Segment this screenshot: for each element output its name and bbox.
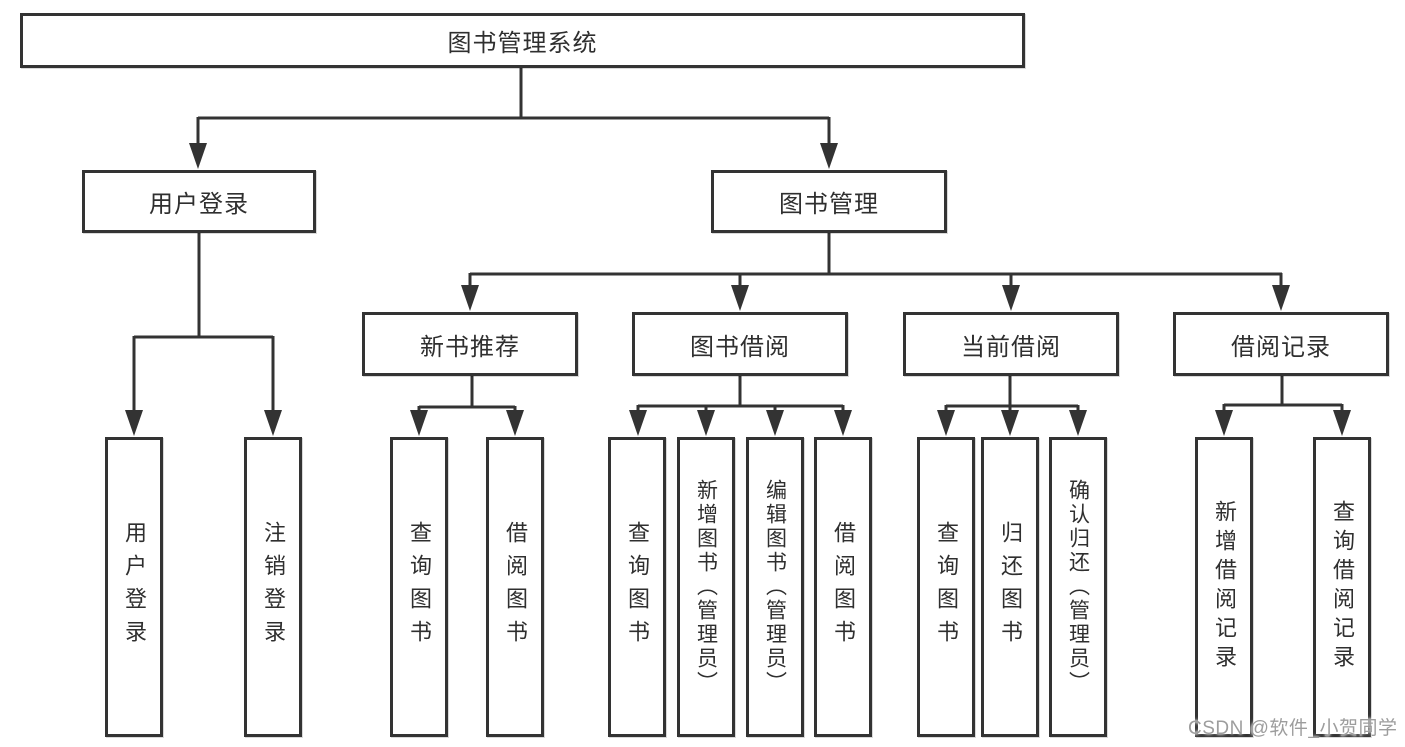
node-current-borrow: 当前借阅 bbox=[903, 312, 1119, 376]
node-borrow-records: 借阅记录 bbox=[1173, 312, 1389, 376]
leaf-borrow-book-2-label: 借阅图书 bbox=[831, 521, 856, 653]
leaf-confirm-return: 确认归还（管理员） bbox=[1049, 437, 1107, 737]
node-book-borrow: 图书借阅 bbox=[632, 312, 848, 376]
node-user-login: 用户登录 bbox=[82, 170, 316, 233]
connector-user-login-children bbox=[125, 233, 282, 436]
leaf-add-borrow-record-label: 新增借阅记录 bbox=[1212, 500, 1237, 674]
node-current-borrow-label: 当前借阅 bbox=[961, 333, 1061, 361]
leaf-return-book-label: 归还图书 bbox=[998, 521, 1023, 653]
leaf-query-book-1: 查询图书 bbox=[390, 437, 448, 737]
leaf-query-borrow-record: 查询借阅记录 bbox=[1313, 437, 1371, 737]
leaf-query-book-3-label: 查询图书 bbox=[934, 521, 959, 653]
leaf-add-book-label: 新增图书（管理员） bbox=[694, 479, 718, 695]
node-book-management: 图书管理 bbox=[711, 170, 947, 233]
csdn-watermark: CSDN @软件_小贺同学 bbox=[1188, 718, 1398, 739]
leaf-add-book: 新增图书（管理员） bbox=[677, 437, 735, 737]
leaf-query-book-2-label: 查询图书 bbox=[625, 521, 650, 653]
leaf-query-book-3: 查询图书 bbox=[917, 437, 975, 737]
connector-book-borrow-children bbox=[629, 376, 852, 436]
connector-borrow-records-children bbox=[1215, 376, 1351, 436]
connector-book-mgmt-children bbox=[461, 233, 1290, 311]
node-new-book-recommend: 新书推荐 bbox=[362, 312, 578, 376]
node-root-label: 图书管理系统 bbox=[447, 30, 598, 57]
connector-new-book-rec-children bbox=[410, 376, 524, 436]
leaf-borrow-book-1: 借阅图书 bbox=[486, 437, 544, 737]
leaf-query-book-2: 查询图书 bbox=[608, 437, 666, 737]
leaf-query-book-1-label: 查询图书 bbox=[407, 521, 432, 653]
leaf-borrow-book-2: 借阅图书 bbox=[814, 437, 872, 737]
connector-current-borrow-children bbox=[937, 376, 1087, 436]
node-borrow-records-label: 借阅记录 bbox=[1231, 333, 1331, 361]
leaf-edit-book-label: 编辑图书（管理员） bbox=[763, 479, 787, 695]
node-user-login-label: 用户登录 bbox=[149, 191, 249, 218]
leaf-borrow-book-1-label: 借阅图书 bbox=[503, 521, 528, 653]
node-book-management-label: 图书管理 bbox=[779, 191, 879, 218]
node-root: 图书管理系统 bbox=[20, 13, 1025, 68]
leaf-confirm-return-label: 确认归还（管理员） bbox=[1066, 479, 1090, 695]
node-new-book-recommend-label: 新书推荐 bbox=[420, 333, 520, 361]
leaf-edit-book: 编辑图书（管理员） bbox=[746, 437, 804, 737]
leaf-query-borrow-record-label: 查询借阅记录 bbox=[1330, 500, 1355, 674]
leaf-add-borrow-record: 新增借阅记录 bbox=[1195, 437, 1253, 737]
node-book-borrow-label: 图书借阅 bbox=[690, 333, 790, 361]
leaf-user-login: 用户登录 bbox=[105, 437, 163, 737]
connector-root-to-level2 bbox=[189, 68, 838, 169]
leaf-return-book: 归还图书 bbox=[981, 437, 1039, 737]
leaf-logout: 注销登录 bbox=[244, 437, 302, 737]
leaf-user-login-label: 用户登录 bbox=[122, 521, 147, 653]
leaf-logout-label: 注销登录 bbox=[261, 521, 286, 653]
